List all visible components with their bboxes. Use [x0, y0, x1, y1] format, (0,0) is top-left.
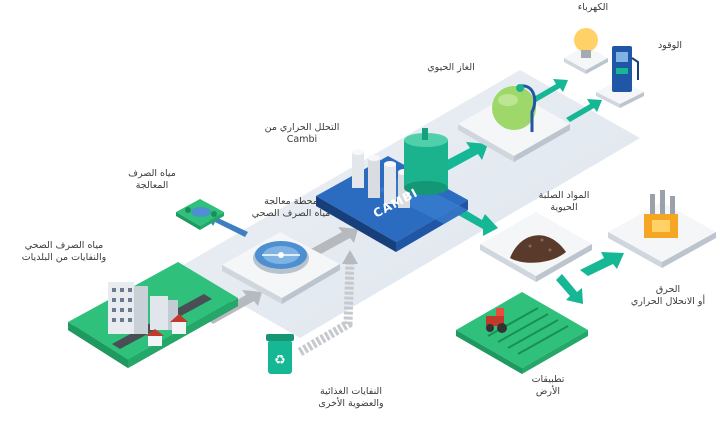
biosolids-arrow [458, 208, 498, 236]
city-icon [68, 262, 238, 368]
incineration-arrow [580, 252, 624, 276]
label-land-application: تطبيقات الأرض [531, 374, 565, 397]
food-waste-arrow [297, 250, 358, 356]
land-arrow [556, 274, 583, 304]
tractor-icon [486, 308, 507, 333]
factory-icon [644, 190, 678, 238]
biogas-tile [458, 84, 570, 162]
biosolids-pile-icon [510, 235, 566, 263]
fuel-arrow [566, 99, 602, 122]
label-thermal-hydrolysis: التحلل الحراري من Cambi [264, 122, 340, 145]
clarifier-icon [253, 241, 309, 274]
bulb-icon [574, 28, 598, 58]
electricity-arrow [532, 79, 568, 102]
svg-text:♻: ♻ [274, 353, 286, 368]
treatment-plant [222, 232, 340, 304]
label-electricity: الكهرباء [577, 2, 609, 13]
fuel-pump-icon [612, 46, 639, 92]
treated-water-tile [176, 199, 224, 230]
incineration-tile [608, 190, 716, 268]
digester-tank [404, 128, 448, 195]
land-application-tile [456, 292, 588, 374]
electricity-tile [564, 28, 608, 74]
label-food-waste: النفايات الغذائية والعضوية الأخرى [318, 386, 384, 409]
label-treatment-plant: محطة معالجة مياه الصرف الصحي [251, 196, 331, 219]
fuel-tile [596, 46, 644, 108]
biosolids-tile [480, 212, 592, 282]
recycle-icon: ♻ [266, 334, 294, 374]
label-treated-wastewater: مياه الصرف المعالجة [128, 168, 176, 191]
cambi-block [316, 128, 468, 252]
label-municipal-wastewater: مياه الصرف الصحي والنفايات من البلديات [21, 240, 107, 263]
label-biosolids: المواد الصلبة الحيوية [538, 190, 590, 213]
label-incineration: الحرق أو الانحلال الحراري [630, 284, 706, 307]
label-fuel: الوقود [657, 40, 683, 51]
label-biogas: الغاز الحيوي [427, 62, 475, 73]
biogas-sphere-icon [492, 84, 537, 132]
